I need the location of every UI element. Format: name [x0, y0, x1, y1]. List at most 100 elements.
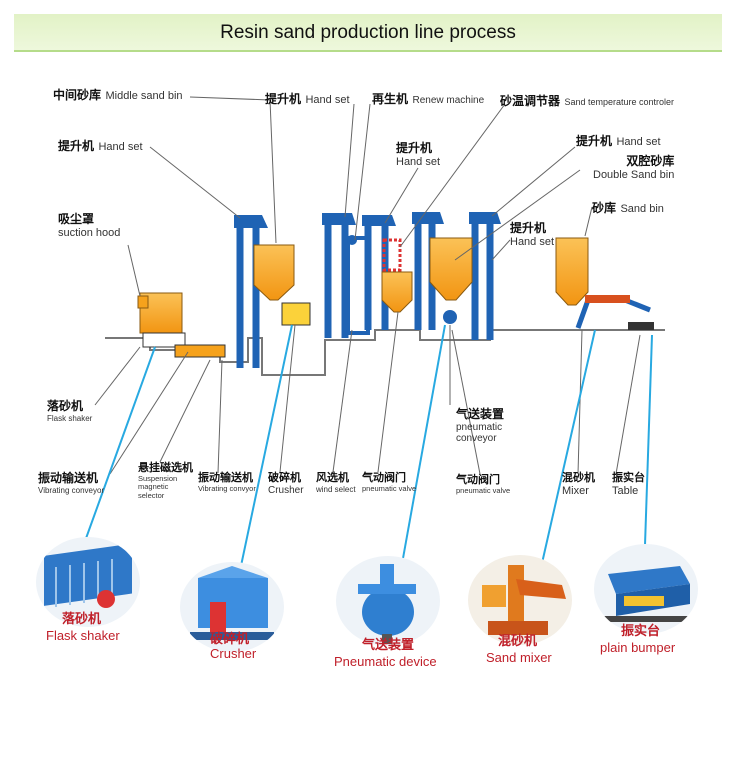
label-en: Sand bin [620, 203, 664, 215]
label-zh: 混砂机 [562, 472, 595, 484]
label-renew-machine: 再生机 Renew machine [372, 90, 484, 108]
caption-en: plain bumper [600, 640, 676, 655]
caption-zh: 振实台 [621, 623, 661, 638]
label-sand-temp-controller: 砂温调节器 Sand temperature controler [500, 92, 674, 110]
label-zh: 提升机 [58, 139, 95, 153]
caption-sand-mixer: 混砂机 [498, 633, 538, 649]
label-zh: 提升机 [265, 92, 302, 106]
label-zh: 破碎机 [268, 472, 301, 484]
crusher-photo-icon [180, 562, 284, 652]
label-pneumatic-valve: 气动阀门 pneumatic valve [362, 472, 416, 493]
label-zh: 砂库 [592, 201, 617, 215]
label-zh: 吸尘罩 [58, 212, 95, 226]
label-en: Middle sand bin [105, 90, 183, 102]
sand-cooler-hopper [381, 271, 413, 313]
label-zh: 提升机 [396, 141, 433, 155]
label-en: Double Sand bin [593, 168, 675, 181]
label-zh: 提升机 [510, 221, 547, 235]
label-zh: 中间砂库 [53, 88, 102, 102]
label-zh: 气送装置 [456, 407, 505, 421]
caption-sand-mixer-en: Sand mixer [486, 650, 552, 666]
label-pneumatic-valve-2: 气动阀门 pneumatic valve [456, 474, 510, 495]
caption-crusher: 破碎机 Crusher [210, 631, 257, 662]
plain-bumper-photo-icon [594, 544, 698, 634]
label-en: wind select [316, 484, 356, 494]
caption-en: Sand mixer [486, 650, 552, 665]
sand-temp-coil [382, 238, 402, 272]
label-zh: 振动输送机 [38, 471, 99, 485]
label-en: Hand set [510, 235, 555, 248]
label-middle-sand-bin: 中间砂库 Middle sand bin [53, 86, 183, 104]
label-en: Mixer [562, 484, 589, 497]
page-title: Resin sand production line process [220, 22, 516, 43]
label-en: Hand set [98, 141, 143, 153]
table-unit [628, 322, 654, 330]
sand-bin-hopper [555, 237, 589, 306]
label-suspension-magnetic-selector: 悬挂磁选机 Suspension magnetic selector [138, 462, 193, 501]
label-vibrating-conveyor-2: 振动输送机 Vibrating convyor [198, 472, 256, 493]
label-en: pneumatic valve [362, 483, 417, 493]
label-en: Hand set [396, 155, 441, 168]
label-mixer: 混砂机 Mixer [562, 472, 595, 497]
label-suction-hood: 吸尘罩 suction hood [58, 212, 121, 239]
caption-zh: 混砂机 [498, 633, 538, 648]
label-vibrating-conveyor: 振动输送机 Vibrating conveyor [38, 471, 105, 495]
label-en-3: selector [138, 490, 165, 500]
bucket-elevator-5 [471, 215, 494, 340]
title-banner: Resin sand production line process [14, 14, 722, 52]
label-en: Crusher [268, 484, 304, 496]
caption-plain-bumper: 振实台 [621, 623, 661, 639]
label-hand-set-right: 提升机 Hand set [576, 132, 661, 150]
plain-bumper-photo [594, 544, 698, 634]
label-hand-set-lower: 提升机 Hand set [510, 221, 555, 248]
label-zh: 落砂机 [47, 399, 84, 413]
label-en: Table [612, 484, 639, 497]
pneumatic-device-photo-icon [336, 556, 440, 646]
label-hand-set-mid: 提升机 Hand set [396, 141, 441, 168]
label-en: Renew machine [412, 95, 485, 106]
label-en: suction hood [58, 226, 121, 239]
caption-en: Flask shaker [46, 628, 120, 643]
label-pneumatic-conveyor: 气送装置 pneumatic conveyor [456, 407, 505, 445]
label-en-1: Suspension [138, 473, 178, 483]
label-zh: 气动阀门 [362, 472, 406, 484]
label-hand-set-top: 提升机 Hand set [265, 90, 350, 108]
label-en-2: conveyor [456, 433, 497, 445]
label-zh: 再生机 [372, 92, 409, 106]
label-sand-bin: 砂库 Sand bin [592, 199, 664, 217]
caption-zh: 气送装置 [362, 637, 415, 652]
crusher-photo [180, 562, 284, 652]
label-zh: 振实台 [612, 472, 645, 484]
label-en: Vibrating conveyor [38, 485, 105, 495]
middle-sand-bin-hopper [253, 244, 295, 301]
label-zh: 提升机 [576, 134, 613, 148]
flask-shaker-photo-icon [36, 537, 140, 627]
label-en: Sand temperature controler [564, 97, 675, 107]
label-en-1: pneumatic [456, 421, 503, 433]
caption-zh: 破碎机 [210, 631, 250, 646]
label-table: 振实台 Table [612, 472, 645, 497]
pneumatic-device-photo [336, 556, 440, 646]
caption-en: Pneumatic device [334, 654, 437, 669]
flask-shaker-photo [36, 537, 140, 627]
label-zh: 双腔砂库 [626, 154, 675, 168]
flask-shaker-unit [142, 332, 186, 348]
double-sand-bin-hopper [429, 237, 473, 301]
label-en-2: magnetic [138, 482, 169, 492]
sand-mixer-photo-icon [468, 555, 572, 645]
label-zh: 气动阀门 [456, 474, 500, 486]
caption-pneumatic-device-en: Pneumatic device [334, 654, 437, 670]
label-en: Hand set [616, 136, 661, 148]
label-zh: 风选机 [316, 472, 349, 484]
label-flask-shaker: 落砂机 Flask shaker [47, 399, 93, 423]
caption-en: Crusher [210, 645, 257, 661]
caption-flask-shaker-en: Flask shaker [46, 628, 120, 644]
label-en: Flask shaker [47, 413, 93, 423]
label-double-sand-bin: 双腔砂库 Double Sand bin [593, 154, 675, 181]
label-zh: 振动输送机 [198, 472, 253, 484]
label-zh: 悬挂磁选机 [138, 462, 193, 474]
label-wind-select: 风选机 wind select [316, 472, 356, 494]
label-en: pneumatic valve [456, 485, 511, 495]
caption-pneumatic-device: 气送装置 [362, 637, 415, 653]
